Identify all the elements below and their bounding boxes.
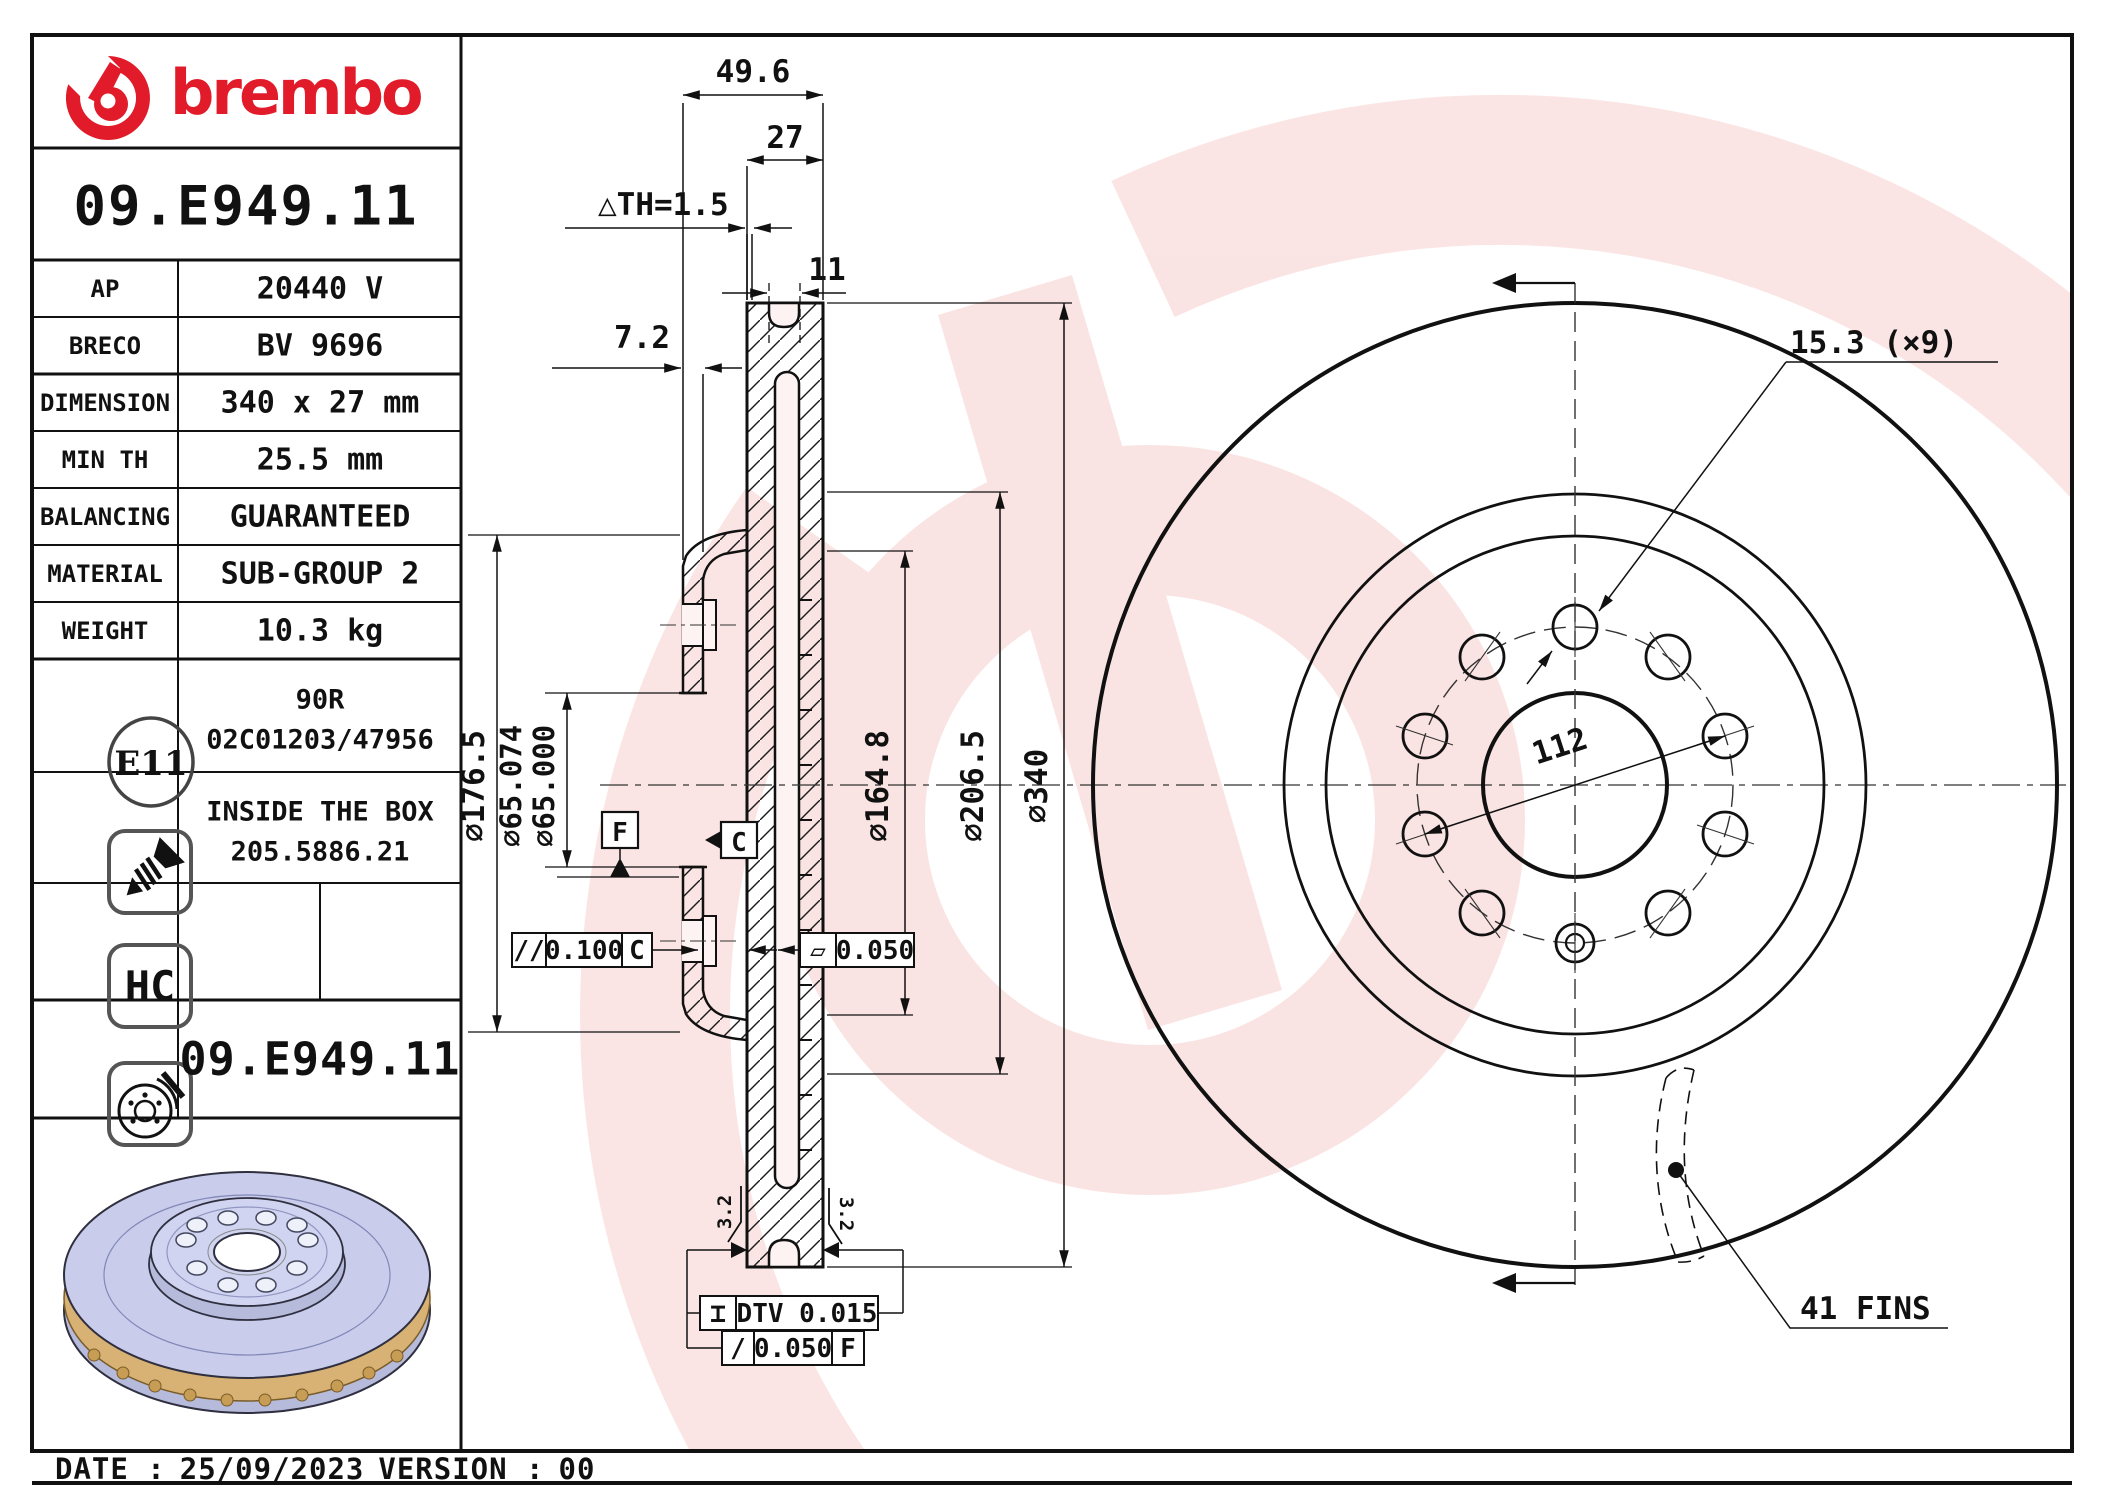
dim-hat-od: ⌀176.5 (456, 730, 492, 842)
flange-bolt-holes (660, 599, 740, 967)
version-label: VERSION : (378, 1452, 545, 1486)
section-arrow-top (1492, 273, 1516, 293)
dim-total-width: 49.6 (716, 54, 791, 90)
date-label: DATE : (55, 1452, 166, 1486)
spec-value-material: SUB-GROUP 2 (220, 556, 420, 592)
drawing-frame (30, 33, 2074, 1485)
spec-value-minth: 25.5 mm (256, 442, 384, 478)
spec-label-balancing: BALANCING (39, 503, 171, 531)
dtv-symbol: ⌶ (710, 1299, 726, 1329)
section-arrow-bottom (1492, 1273, 1516, 1293)
dim-bolt-circle: 112 (1528, 721, 1592, 773)
bolt-holes-3d (175, 1210, 319, 1293)
version-value: 00 (558, 1452, 596, 1486)
spec-label-ap: AP (90, 275, 120, 303)
spec-value-weight: 10.3 kg (256, 613, 384, 649)
dim-bore-min: ⌀65.000 (527, 725, 561, 847)
fcf-flatness: ▱ 0.050 (799, 932, 915, 968)
vent-channel (773, 370, 801, 1190)
dim-bolt-holes: 15.3 (×9) (1790, 325, 1958, 361)
homologation-line2: 02C01203/47956 (206, 724, 434, 756)
homologation-line1: 90R (295, 684, 345, 716)
brembo-symbol-icon (64, 48, 150, 140)
runout-arrow-left (731, 1242, 747, 1258)
in-box-line1: INSIDE THE BOX (206, 796, 434, 828)
fcf-parallelism: // 0.100 C (511, 932, 653, 968)
fcf-runout: / 0.050 F (721, 1330, 865, 1366)
dim-vent-width: 11 (808, 252, 845, 288)
roughness-right: 3.2 (835, 1197, 857, 1231)
dim-flange-th: 7.2 (614, 320, 670, 356)
parallel-value: 0.100 (545, 936, 623, 966)
flatness-value: 0.050 (836, 936, 914, 966)
vent-scallops (87, 1348, 404, 1407)
dim-d164: ⌀164.8 (860, 730, 896, 842)
part-number: 09.E949.11 (73, 174, 419, 238)
datum-c: C (705, 820, 759, 860)
parallel-symbol: // (513, 936, 544, 966)
dim-bore-max: ⌀65.074 (494, 725, 528, 847)
fin-outline (1655, 1067, 1705, 1263)
in-box-line2: 205.5886.21 (230, 836, 410, 868)
spec-value-breco: BV 9696 (256, 328, 384, 364)
datum-f-label: F (612, 818, 628, 848)
section-dimensions (468, 90, 1072, 1349)
dtv-value: DTV 0.015 (737, 1299, 878, 1329)
roughness-left: 3.2 (714, 1195, 736, 1229)
front-view (1091, 281, 2059, 1329)
runout-datum: F (840, 1334, 856, 1364)
hc-label: HC (125, 962, 176, 1011)
fcf-dtv: ⌶ DTV 0.015 (699, 1295, 879, 1331)
dim-d340: ⌀340 (1019, 749, 1055, 824)
part-number-bottom: 09.E949.11 (179, 1032, 461, 1086)
hat-circle (1324, 534, 1826, 1036)
vent-inlet-top (767, 301, 801, 329)
parallel-datum: C (629, 936, 645, 966)
dim-d206: ⌀206.5 (955, 730, 991, 842)
date-value: 25/09/2023 (179, 1452, 365, 1486)
brand-wordmark: brembo (170, 56, 424, 129)
runout-symbol: / (730, 1334, 746, 1364)
spec-label-minth: MIN TH (61, 446, 149, 474)
spec-value-balancing: GUARANTEED (229, 499, 411, 535)
dim-disc-width: 27 (766, 120, 803, 156)
fin-leader-dot (1668, 1162, 1684, 1178)
datum-f: F (557, 810, 679, 878)
spec-label-weight: WEIGHT (61, 617, 149, 645)
dim-th: △TH=1.5 (598, 187, 729, 223)
spec-label-material: MATERIAL (47, 560, 163, 588)
datum-c-label: C (731, 828, 747, 858)
fin-ticks (799, 599, 812, 1151)
spec-label-breco: BRECO (68, 332, 142, 360)
runout-arrow-right (823, 1242, 839, 1258)
footer-datebar: DATE : 25/09/2023 VERSION : 00 (55, 1452, 609, 1486)
e11-badge-label: E11 (114, 744, 187, 784)
spec-value-ap: 20440 V (256, 271, 384, 307)
spec-value-dimension: 340 x 27 mm (220, 385, 420, 421)
spec-label-dimension: DIMENSION (39, 389, 171, 417)
fins-label: 41 FINS (1800, 1291, 1931, 1327)
runout-value: 0.050 (754, 1334, 832, 1364)
vent-inlet-bottom (767, 1238, 801, 1269)
flatness-symbol: ▱ (810, 936, 826, 966)
